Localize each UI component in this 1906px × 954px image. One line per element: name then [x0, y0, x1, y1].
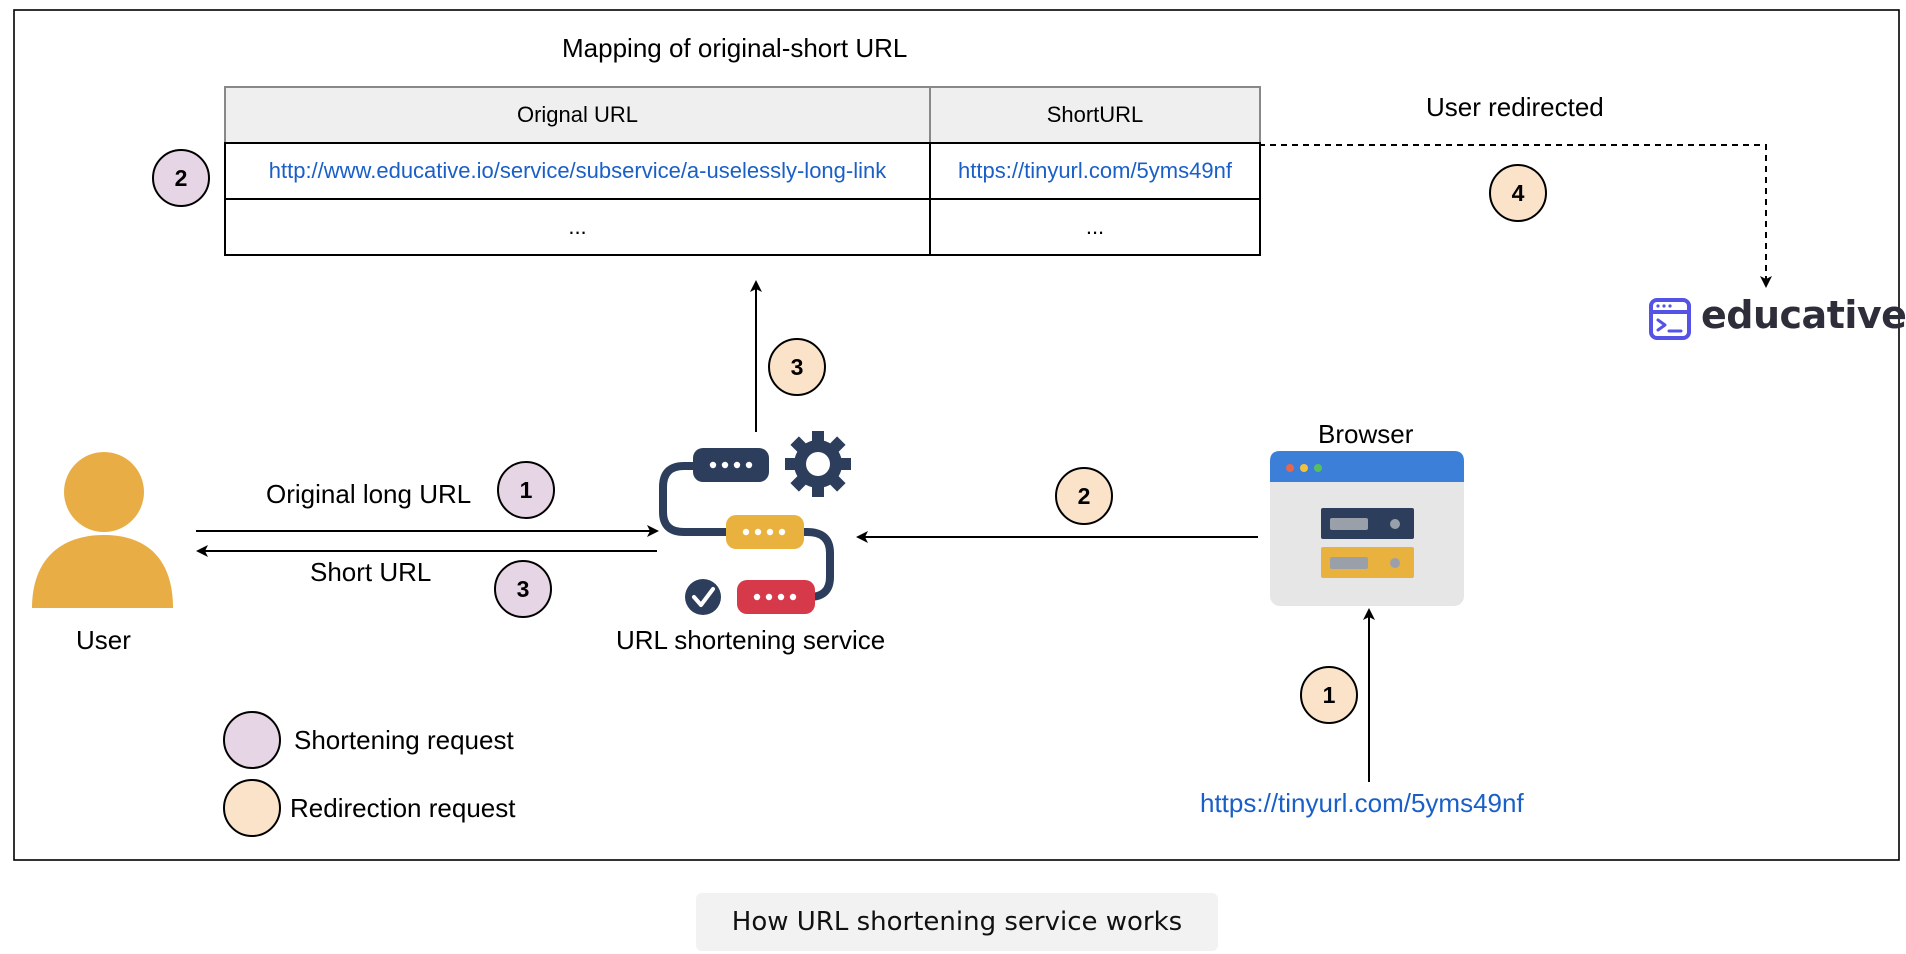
table-header-row: Orignal URL ShortURL — [224, 86, 1261, 144]
step-badge-original-url: 1 — [497, 461, 555, 519]
ellipsis-cell: ... — [929, 198, 1261, 256]
step-badge-short-url: 3 — [494, 560, 552, 618]
service-label: URL shortening service — [616, 625, 886, 655]
column-header-original-url: Orignal URL — [224, 86, 931, 144]
legend-swatch-redirection — [223, 779, 281, 837]
educative-logo-text[interactable]: educative — [1701, 293, 1906, 337]
user-redirected-label: User redirected — [1426, 92, 1604, 122]
diagram-frame — [13, 9, 1900, 861]
short-url-cell[interactable]: https://tinyurl.com/5yms49nf — [929, 142, 1261, 200]
step-badge-redirect: 4 — [1489, 164, 1547, 222]
legend-label-shortening: Shortening request — [294, 725, 514, 755]
step-badge-db-write: 3 — [768, 338, 826, 396]
url-shortening-service-icon — [659, 431, 851, 615]
short-url-label: Short URL — [310, 557, 432, 587]
gear-icon — [785, 431, 851, 497]
original-url-cell[interactable]: http://www.educative.io/service/subservi… — [224, 142, 931, 200]
step-badge-url-to-browser: 1 — [1300, 666, 1358, 724]
step-badge-browser-to-service: 2 — [1055, 467, 1113, 525]
url-mapping-table: Orignal URL ShortURL http://www.educativ… — [224, 86, 1261, 256]
legend-label-redirection: Redirection request — [290, 793, 516, 823]
legend-swatch-shortening — [223, 711, 281, 769]
column-header-short-url: ShortURL — [929, 86, 1261, 144]
browser-window-icon — [1270, 451, 1464, 606]
browser-label: Browser — [1318, 419, 1414, 449]
terminal-window-icon — [1649, 298, 1691, 340]
user-label: User — [76, 625, 131, 655]
original-long-url-label: Original long URL — [266, 479, 472, 509]
table-title: Mapping of original-short URL — [562, 33, 908, 63]
step-badge-table: 2 — [152, 149, 210, 207]
arrow-user-redirected — [1259, 144, 1772, 288]
ellipsis-cell: ... — [224, 198, 931, 256]
figure-caption: How URL shortening service works — [696, 893, 1218, 951]
table-row: ... ... — [224, 198, 1261, 256]
typed-short-url-link[interactable]: https://tinyurl.com/5yms49nf — [1200, 788, 1524, 818]
user-icon — [32, 452, 173, 608]
table-row: http://www.educative.io/service/subservi… — [224, 142, 1261, 200]
